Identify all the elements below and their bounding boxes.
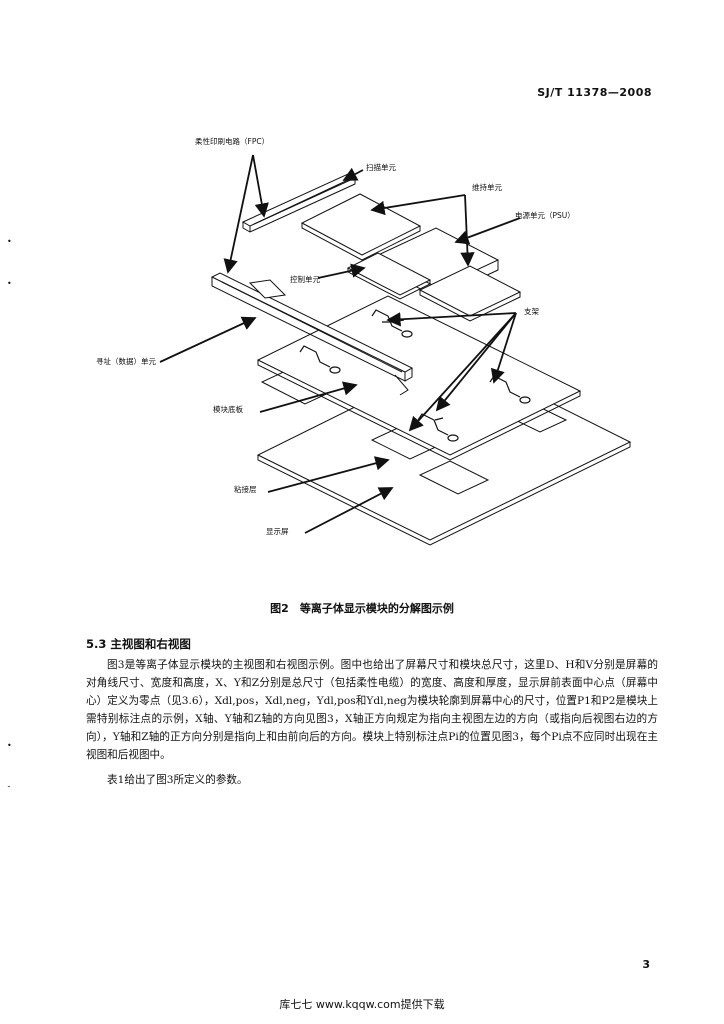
label-fpc: 柔性印刷电路（FPC） [195, 137, 270, 146]
label-scan-unit: 扫描单元 [366, 163, 396, 172]
margin-dot: • [7, 279, 12, 288]
figure-caption: 图2 等离子体显示模块的分解图示例 [270, 602, 454, 615]
label-adhesive: 粘接层 [234, 485, 257, 494]
margin-dot: • [7, 237, 12, 246]
standard-code: SJ/T 11378—2008 [537, 86, 652, 99]
label-sustain-unit: 维持单元 [472, 183, 502, 192]
section-heading: 5.3 主视图和右视图 [86, 637, 191, 651]
label-address-unit: 寻址（数据）单元 [96, 357, 156, 366]
exploded-diagram [159, 154, 632, 546]
margin-hook: ˘ [7, 785, 11, 794]
label-psu: 电源单元（PSU） [515, 211, 575, 220]
margin-dot: • [7, 741, 12, 750]
label-chassis: 模块底板 [213, 405, 243, 414]
exploded-view-figure: 柔性印刷电路（FPC） 扫描单元 维持单元 电源单元（PSU） 控制单元 支架 … [0, 120, 724, 600]
label-bracket: 支架 [524, 307, 539, 316]
page-number: 3 [642, 958, 650, 971]
footer-download-note: 库七七 www.kqqw.com提供下载 [279, 998, 445, 1011]
label-control-unit: 控制单元 [290, 275, 320, 284]
body-paragraph: 表1给出了图3所定义的参数。 [107, 774, 248, 786]
body-paragraph: 图3是等离子体显示模块的主视图和右视图示例。图中也给出了屏幕尺寸和模块总尺寸，这… [86, 659, 658, 761]
label-display-screen: 显示屏 [266, 527, 289, 536]
